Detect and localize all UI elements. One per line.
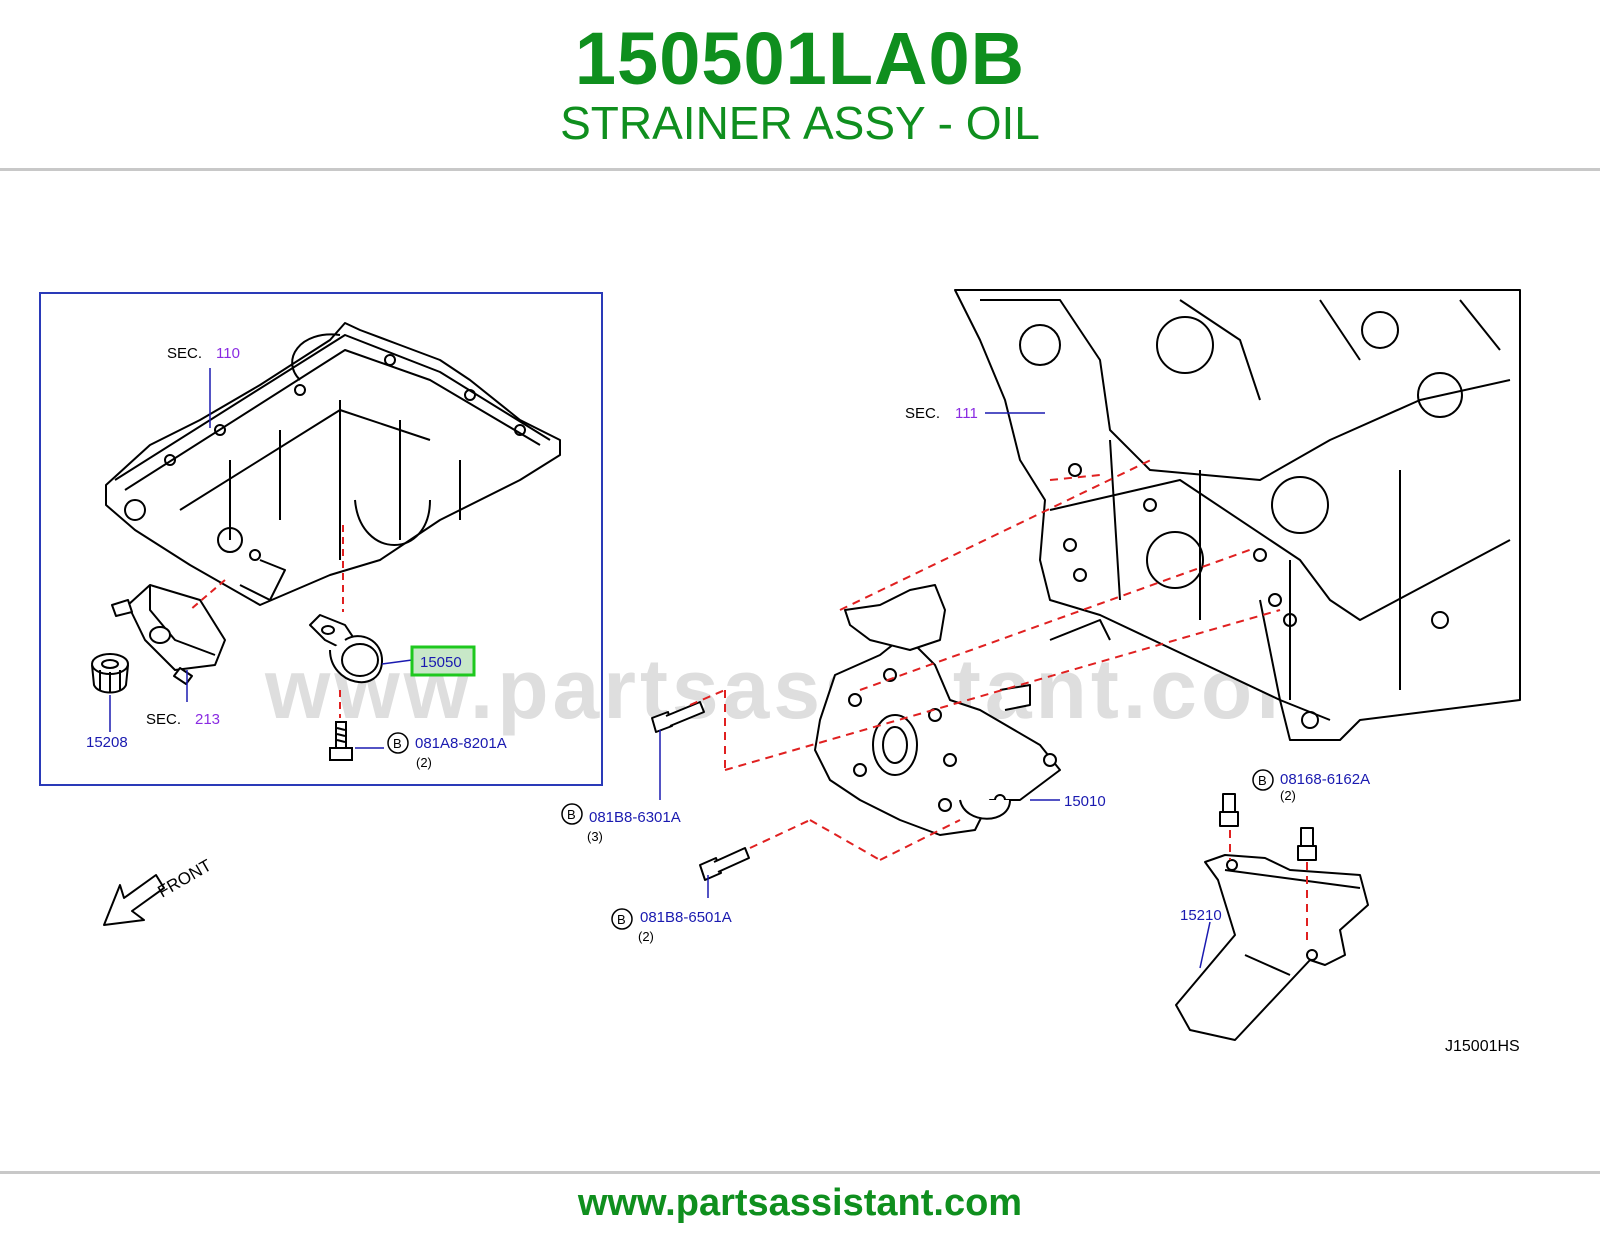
sec-213-prefix: SEC. (146, 711, 181, 728)
sec-110-link[interactable]: 110 (216, 345, 240, 362)
footer-divider (0, 1171, 1600, 1174)
inset-callout-lines (109, 368, 413, 749)
inset-frame (39, 292, 603, 786)
bolt-081B8-6301A-callout[interactable]: 081B8-6301A (589, 809, 681, 826)
bolt-badge-letter: B (1258, 773, 1267, 788)
part-15010-callout[interactable]: 15010 (1064, 793, 1106, 810)
sec-213-link[interactable]: 213 (195, 711, 220, 728)
bolt-081B8-6501A-callout[interactable]: 081B8-6501A (640, 909, 732, 926)
bolt-08168-6162A-callout[interactable]: 08168-6162A (1280, 771, 1370, 788)
oil-pan-drawing (105, 322, 561, 606)
assembly-leaders (689, 457, 1308, 945)
part-15208-callout[interactable]: 15208 (86, 734, 128, 751)
bolt-badge-icon (1252, 769, 1274, 791)
part-number-title: 150501LA0B (574, 17, 1026, 100)
drawing-code: J15001HS (1445, 1038, 1520, 1055)
part-15210-callout[interactable]: 15210 (1180, 907, 1222, 924)
bolt-badge-letter: B (567, 807, 576, 822)
part-15050-callout[interactable]: 15050 (420, 654, 462, 671)
pan-bolt-drawing (329, 721, 353, 761)
front-arrow-icon (103, 874, 165, 926)
footer-url[interactable]: www.partsassistant.com (577, 1182, 1023, 1224)
highlight-box (410, 645, 476, 677)
bolt-081A8-8201A-qty: (2) (416, 755, 432, 770)
bolt-badge-icon (561, 803, 583, 825)
sec-110-prefix: SEC. (167, 345, 202, 362)
right-callout-lines (659, 412, 1211, 969)
sec-111-prefix: SEC. (905, 405, 940, 422)
sec-111-link[interactable]: 111 (955, 405, 978, 422)
bolt-081A8-8201A-callout[interactable]: 081A8-8201A (415, 735, 507, 752)
oil-cooler-drawing (111, 584, 226, 685)
header-divider (0, 168, 1600, 171)
oil-strainer-drawing (309, 614, 384, 684)
bolt-08168-6162A-qty: (2) (1280, 788, 1296, 803)
bolt-081B8-6501A-qty: (2) (638, 929, 654, 944)
bolt-badge-letter: B (393, 736, 402, 751)
pump-bolt-drawings (651, 701, 1317, 881)
part-name-subtitle: STRAINER ASSY - OIL (560, 97, 1040, 149)
engine-block-drawing (954, 289, 1521, 741)
bolt-badge-icon (611, 908, 633, 930)
front-label: FRONT (155, 856, 215, 902)
bolt-badge-letter: B (617, 912, 626, 927)
inset-leaders (189, 525, 344, 718)
oil-filter-drawing (91, 653, 129, 694)
bolt-081B8-6301A-qty: (3) (587, 829, 603, 844)
baffle-plate-drawing (1175, 854, 1369, 1041)
bolt-badge-icon (387, 732, 409, 754)
